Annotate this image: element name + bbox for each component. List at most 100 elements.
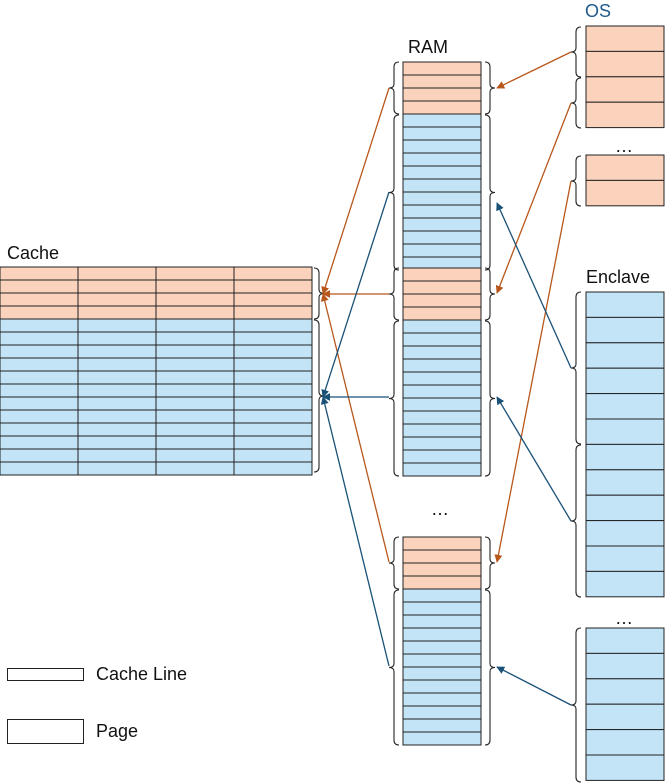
cache-enclave-line [77,396,157,411]
ram-os-line [402,87,482,102]
cache-label: Cache [7,243,60,263]
enclave-page [585,703,665,731]
ram-enclave-line [402,397,482,412]
cache-enclave-line [155,370,235,385]
cache-enclave-line [233,383,313,398]
ram-os-line [402,562,482,577]
enclave-page [585,291,665,318]
os-page-brace [570,77,582,129]
enclave-to-ram-arrow [496,202,572,369]
ram-os-brace-right [484,536,496,590]
legend-cache-line-label: Cache Line [96,664,188,684]
cache-os-line [155,279,235,294]
ram-to-cache-arrow [321,191,390,398]
cache-os-line [233,279,313,294]
ram-enclave-line [402,705,482,720]
enclave-page [585,545,665,572]
ram-os-line [402,267,482,282]
enclave-page [585,393,665,420]
ram-enclave-line [402,230,482,245]
legend-page-label: Page [96,721,139,741]
os-ellipsis: … [615,136,634,156]
enclave-page [585,367,665,395]
cache-os-line [77,305,157,320]
cache-enclave-line [155,435,235,450]
ram-to-cache-arrow [320,396,390,667]
os-label: OS [585,1,612,21]
ram-os-line [402,549,482,564]
ram-enclave-line [402,436,482,451]
cache-enclave-line [233,461,313,476]
ram-to-cache-arrow [321,87,390,295]
enclave-page-brace [570,627,582,783]
cache-enclave-line [233,448,313,463]
ram-enclave-line [402,588,482,603]
ram-os-line [402,100,482,115]
cache-enclave-line [77,370,157,385]
ram-to-cache-arrow [320,293,390,563]
ram-enclave-brace-right [484,589,496,746]
enclave-to-ram-arrow [496,396,572,522]
cache-enclave-line [233,318,313,333]
cache-enclave-line [155,357,235,372]
ram-enclave-line [402,139,482,154]
cache-enclave-line [0,396,79,411]
ram-enclave-line [402,152,482,167]
ram-enclave-line [402,126,482,141]
cache-enclave-line [0,318,79,333]
ram-os-line [402,280,482,295]
enclave-page [585,342,665,369]
cache-enclave-line [0,357,79,372]
cache-os-line [0,266,79,281]
os-page-brace [570,26,582,78]
os-to-ram-arrow [494,180,572,563]
cache-os-line [155,266,235,281]
cache-enclave-line [0,331,79,346]
enclave-page-brace [570,444,582,598]
cache-enclave-line [233,435,313,450]
ram-enclave-brace-left [388,589,400,746]
cache-enclave-line [0,409,79,424]
cache-os-line [155,292,235,307]
ram-enclave-line [402,371,482,386]
ram-enclave-line [402,319,482,334]
cache-os-line [155,305,235,320]
cache-enclave-line [77,435,157,450]
ram-os-brace-right [484,61,496,115]
ram-enclave-line [402,165,482,180]
ram-enclave-brace-right [484,320,496,477]
enclave-page [585,678,665,705]
cache-os-line [233,305,313,320]
cache-os-line [0,305,79,320]
ram-enclave-line [402,345,482,360]
cache-enclave-line [233,396,313,411]
ram-enclave-line [402,666,482,681]
cache-enclave-line [0,448,79,463]
cache-enclave-line [233,370,313,385]
ram-os-line [402,74,482,89]
legend-page-swatch [7,719,84,744]
cache-enclave-line [77,448,157,463]
ram-enclave-line [402,178,482,193]
enclave-ellipsis: … [615,608,634,628]
cache-os-line [77,266,157,281]
cache-os-line [233,292,313,307]
enclave-page [585,520,665,547]
cache-os-line [77,279,157,294]
cache-enclave-line [0,370,79,385]
os-pages [585,25,665,207]
cache-enclave-line [0,344,79,359]
ram-enclave-line [402,191,482,206]
ram-os-line [402,536,482,551]
ram-os-brace-left [388,267,400,321]
cache-enclave-brace [313,319,325,473]
cache-enclave-line [155,409,235,424]
ram-enclave-brace-right [484,114,496,271]
ram-os-brace-left [388,61,400,115]
enclave-page-brace [570,291,582,445]
enclave-page [585,469,665,496]
os-page [585,101,665,129]
ram-enclave-line [402,601,482,616]
os-page [585,154,665,181]
